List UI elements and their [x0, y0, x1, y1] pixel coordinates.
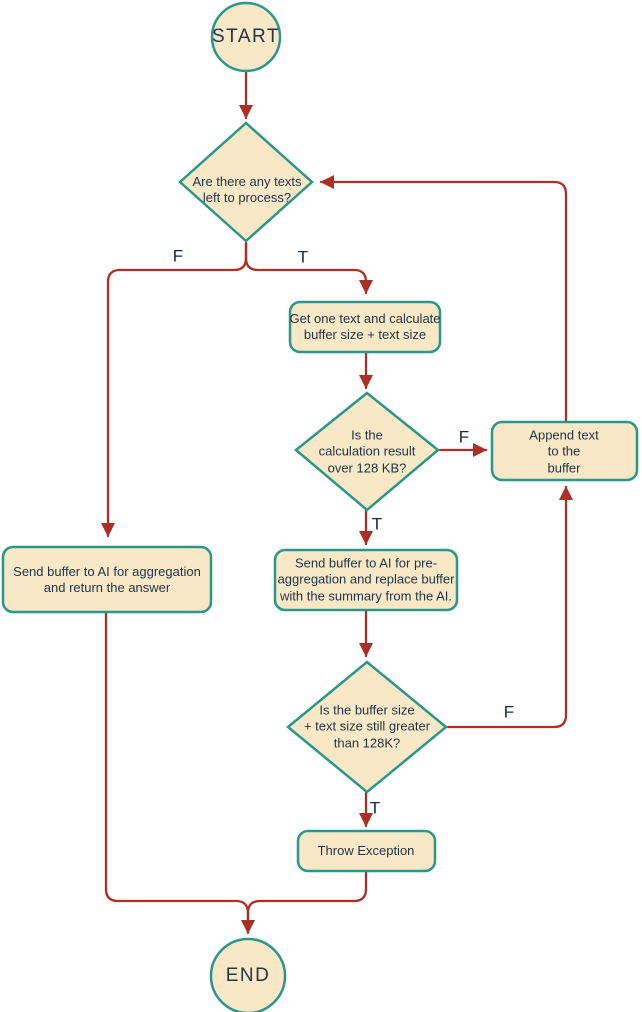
edge-append-loop-to-decision1	[319, 175, 568, 423]
edge-decision3-false-to-append	[446, 485, 573, 729]
decision-over-128kb-node	[294, 391, 440, 512]
edge-decision1-true-to-get-text	[244, 241, 373, 295]
decision-still-greater-node	[286, 660, 448, 794]
end-node	[209, 937, 287, 1012]
process-pre-aggregate-node	[273, 548, 459, 612]
process-get-text-node	[288, 300, 442, 354]
process-throw-node	[296, 829, 437, 873]
process-append-node	[490, 420, 639, 482]
process-aggregate-node	[1, 545, 213, 614]
edge-throw-to-merge	[246, 870, 368, 922]
edge-decision1-false-to-aggregate	[101, 241, 248, 538]
decision-texts-left-node	[178, 121, 314, 243]
edge-aggregate-to-end	[104, 611, 255, 935]
start-node	[210, 1, 282, 73]
